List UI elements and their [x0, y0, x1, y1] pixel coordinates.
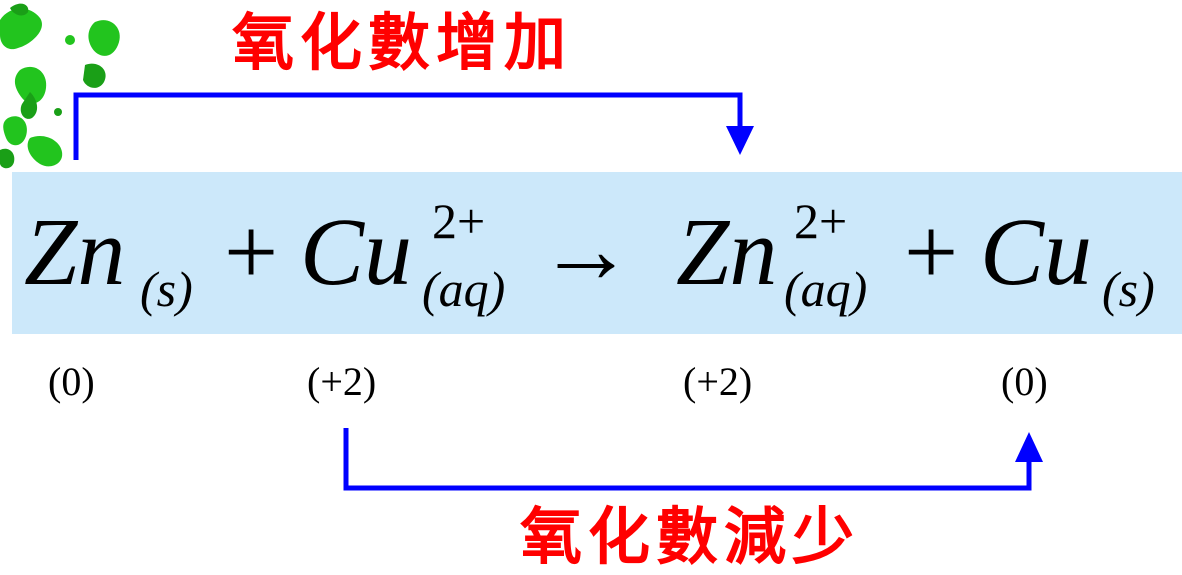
zn-state: (s): [140, 261, 193, 317]
equation-band: [12, 172, 1182, 334]
oxidation-decrease-label: 氧化數減少: [520, 500, 861, 573]
oxidation-increase-label: 氧化數增加: [232, 6, 573, 79]
cu-ion-charge: 2+: [432, 193, 485, 249]
cu-ion-state: (aq): [422, 261, 505, 317]
plus-sign: +: [224, 198, 278, 305]
zn-ion-symbol: Zn: [676, 198, 777, 305]
decorative-splotch-icon: [0, 3, 120, 169]
cu-ion-symbol: Cu: [300, 198, 412, 305]
oxidation-state-cu-ion: (+2): [307, 359, 377, 404]
zn-ion-state: (aq): [784, 261, 867, 317]
reaction-arrow: →: [538, 196, 634, 303]
cu-symbol: Cu: [980, 198, 1092, 305]
zn-symbol: Zn: [24, 198, 125, 305]
oxidation-state-cu: (0): [1001, 359, 1048, 404]
oxidation-state-zn-ion: (+2): [683, 359, 753, 404]
increase-arrow: [73, 92, 754, 160]
plus-sign: +: [904, 198, 958, 305]
cu-state: (s): [1102, 261, 1155, 317]
decrease-arrow: [343, 428, 1043, 491]
chemical-equation: Zn (s) + Cu 2+ (aq) → Zn 2+ (aq) + Cu (s…: [24, 193, 1155, 317]
oxidation-state-zn: (0): [48, 359, 95, 404]
zn-ion-charge: 2+: [794, 193, 847, 249]
